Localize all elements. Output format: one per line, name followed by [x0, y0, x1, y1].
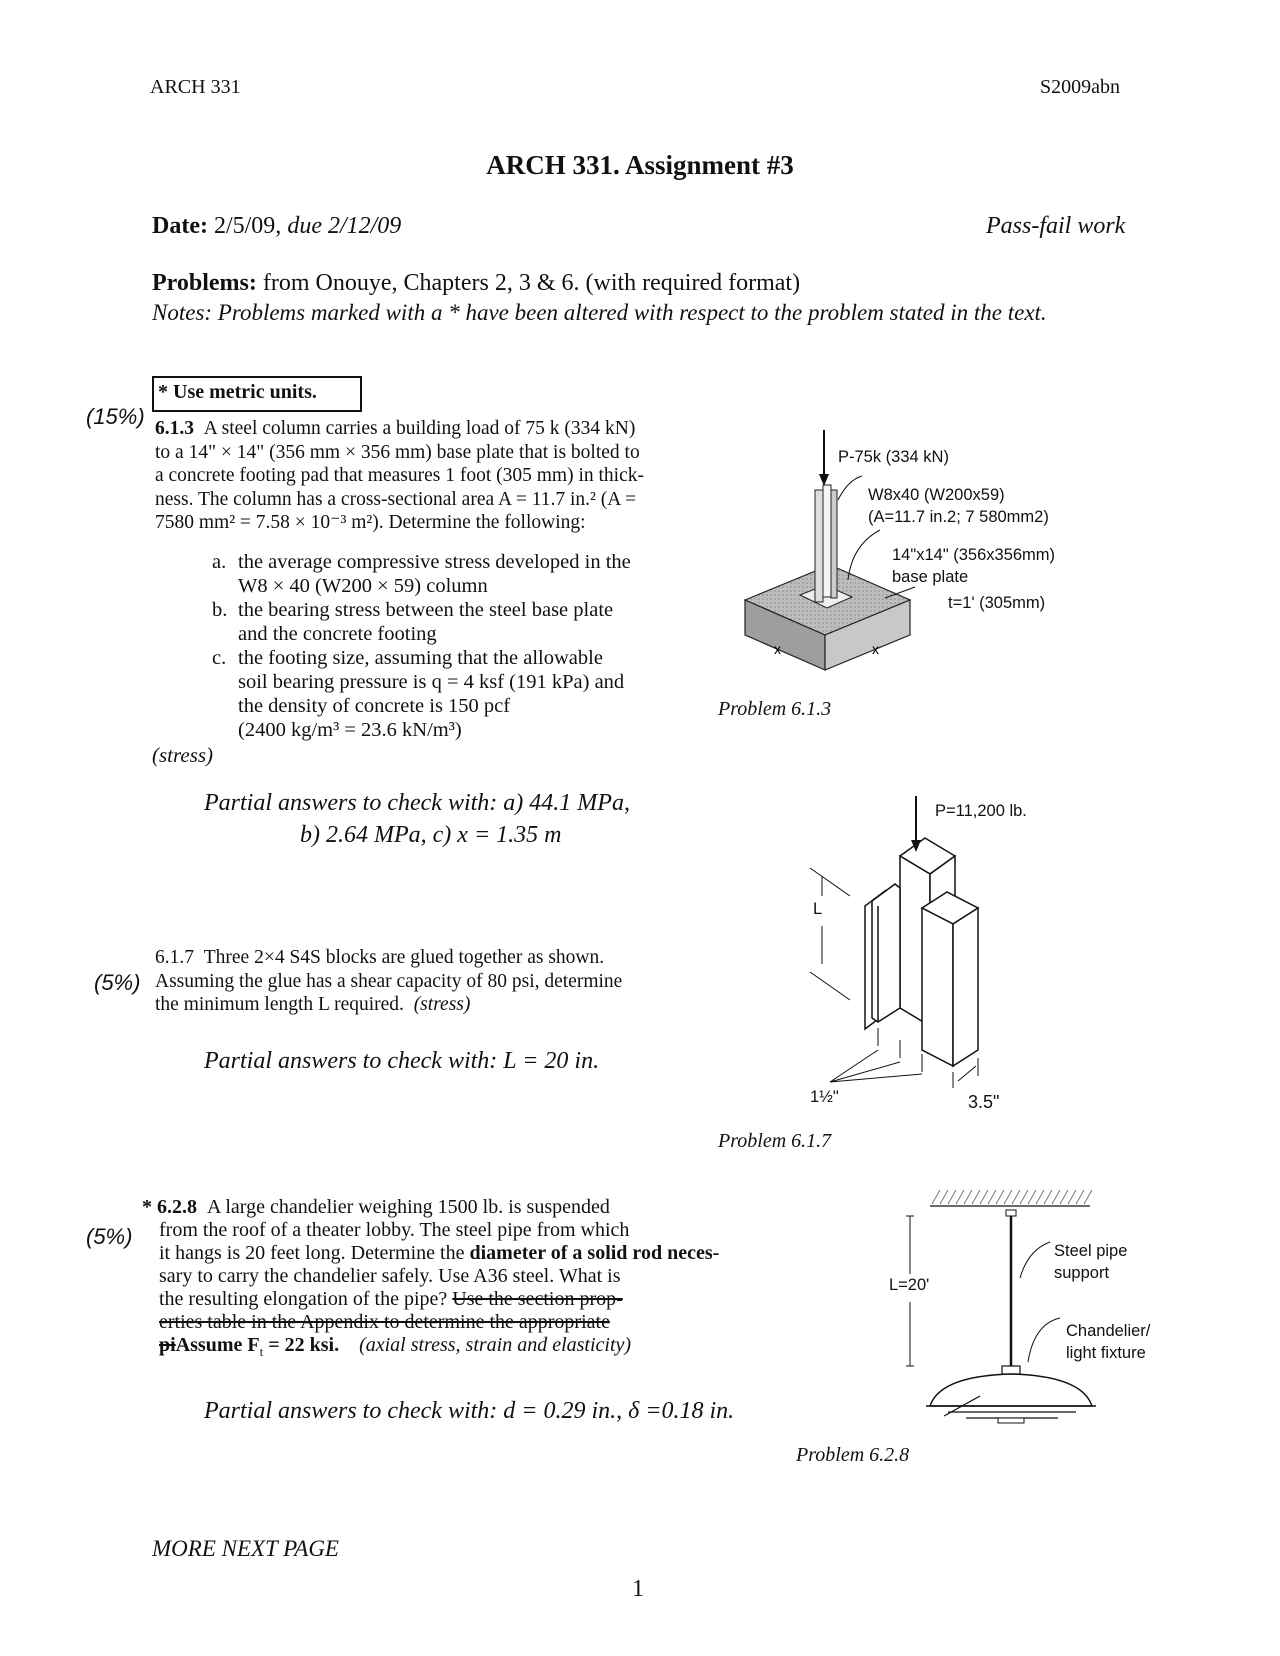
fig613-plate2: base plate [892, 568, 969, 586]
problem-628-answers: Partial answers to check with: d = 0.29 … [204, 1398, 735, 1424]
percent-628: (5%) [86, 1224, 133, 1249]
figure-628 [906, 1189, 1096, 1424]
problem-613-line: 7580 mm² = 7.58 × 10⁻³ m²). Determine th… [155, 512, 586, 533]
fig613-section: W8x40 (W200x59) [868, 486, 1005, 504]
date-line: Date: 2/5/09, due 2/12/09 [152, 213, 401, 240]
percent-613: (15%) [86, 404, 145, 429]
date-value: 2/5/09, [213, 213, 282, 239]
header-code: S2009abn [1040, 76, 1120, 98]
problem-613-line: a concrete footing pad that measures 1 f… [155, 465, 644, 486]
fig613-caption: Problem 6.1.3 [718, 698, 832, 720]
fig617-caption: Problem 6.1.7 [718, 1130, 832, 1152]
fig617-load: P=11,200 lb. [935, 802, 1027, 820]
problem-613-topic: (stress) [152, 743, 214, 767]
problem-613-items: a. the average compressive stress develo… [212, 550, 692, 742]
date-label: Date: [152, 213, 208, 239]
svg-text:x: x [774, 641, 781, 657]
metric-units-box: * Use metric units. [152, 376, 362, 412]
problems-label: Problems: [152, 270, 257, 296]
fig617-dim1: 1½" [810, 1088, 839, 1106]
fig628-pipe2: support [1054, 1264, 1110, 1282]
problem-617-text: 6.1.7 Three 2×4 S4S blocks are glued tog… [155, 947, 623, 1015]
problems-line: Problems: from Onouye, Chapters 2, 3 & 6… [152, 270, 800, 297]
problem-617-answers: Partial answers to check with: L = 20 in… [204, 1048, 600, 1074]
list-item: c. the footing size, assuming that the a… [212, 647, 625, 741]
list-item: b. the bearing stress between the steel … [212, 599, 614, 645]
figure-613: x x [743, 430, 916, 671]
problem-613-number: 6.1.3 [155, 418, 194, 439]
fig628-caption: Problem 6.2.8 [796, 1444, 910, 1466]
problem-613-answers-2: b) 2.64 MPa, c) x = 1.35 m [300, 822, 562, 848]
fig617-L: L [813, 900, 823, 918]
problem-613-answers-1: Partial answers to check with: a) 44.1 M… [204, 790, 630, 816]
problem-628-star: * [142, 1196, 152, 1218]
fig628-pipe: Steel pipe [1054, 1242, 1128, 1260]
due-date: due 2/12/09 [287, 213, 402, 239]
problems-text: from Onouye, Chapters 2, 3 & 6. (with re… [262, 270, 801, 296]
problem-613-line: ness. The column has a cross-sectional a… [155, 488, 637, 510]
problem-628-text: * 6.2.8 A large chandelier weighing 1500… [142, 1196, 720, 1359]
problem-613-text: 6.1.3 A steel column carries a building … [155, 417, 675, 535]
problem-628-number: 6.2.8 [157, 1196, 197, 1218]
fig613-thickness: t=1' (305mm) [948, 594, 1046, 612]
problem-613-line: to a 14" × 14" (356 mm × 356 mm) base pl… [155, 441, 640, 463]
problem-613-line: A steel column carries a building load o… [203, 418, 636, 439]
problem-628-topic: (axial stress, strain and elasticity) [359, 1334, 632, 1356]
fig617-dim2: 3.5" [968, 1092, 1000, 1112]
more-next-page: MORE NEXT PAGE [152, 1536, 339, 1561]
list-item: a. the average compressive stress develo… [212, 551, 631, 597]
fig628-chand: Chandelier/ [1066, 1322, 1151, 1340]
page-number: 1 [632, 1576, 644, 1602]
fig613-area: (A=11.7 in.2; 7 580mm2) [868, 508, 1049, 526]
figure-617 [809, 796, 980, 1088]
page-title: ARCH 331. Assignment #3 [486, 150, 794, 180]
svg-text:x: x [872, 641, 879, 657]
fig628-chand2: light fixture [1066, 1344, 1146, 1362]
header-course: ARCH 331 [150, 76, 241, 98]
fig628-length: L=20' [889, 1276, 930, 1294]
problem-617-topic: (stress) [413, 994, 471, 1015]
pass-fail: Pass-fail work [986, 213, 1126, 239]
notes-line: Notes: Problems marked with a * have bee… [152, 300, 1047, 325]
fig613-plate: 14"x14" (356x356mm) [892, 546, 1056, 564]
problem-617-number: 6.1.7 [155, 947, 194, 968]
fig613-load: P-75k (334 kN) [838, 448, 949, 466]
percent-617: (5%) [94, 970, 141, 995]
